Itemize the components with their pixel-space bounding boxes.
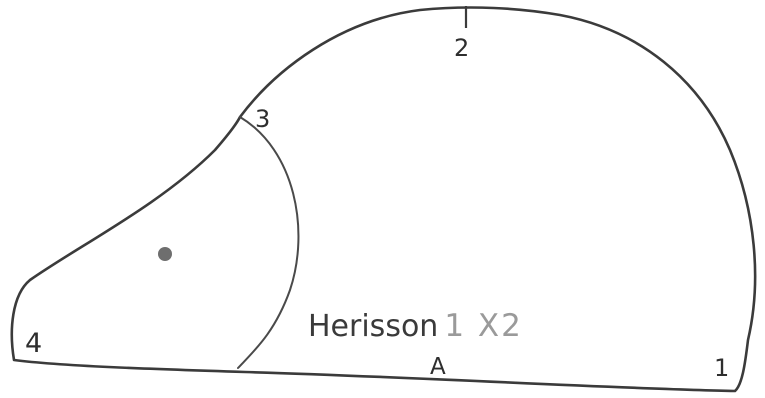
pattern-name: Herisson <box>308 309 439 344</box>
pattern-outline <box>10 6 757 393</box>
corner-label-1: 1 <box>714 354 730 382</box>
bottom-mark-a: A <box>430 354 446 380</box>
head-seam-line <box>237 116 300 369</box>
corner-label-3: 3 <box>255 105 271 133</box>
cut-quantity: 1 X2 <box>444 308 523 344</box>
corner-label-4: 4 <box>25 328 43 359</box>
corner-label-2: 2 <box>454 34 470 62</box>
eye-mark <box>158 247 172 261</box>
